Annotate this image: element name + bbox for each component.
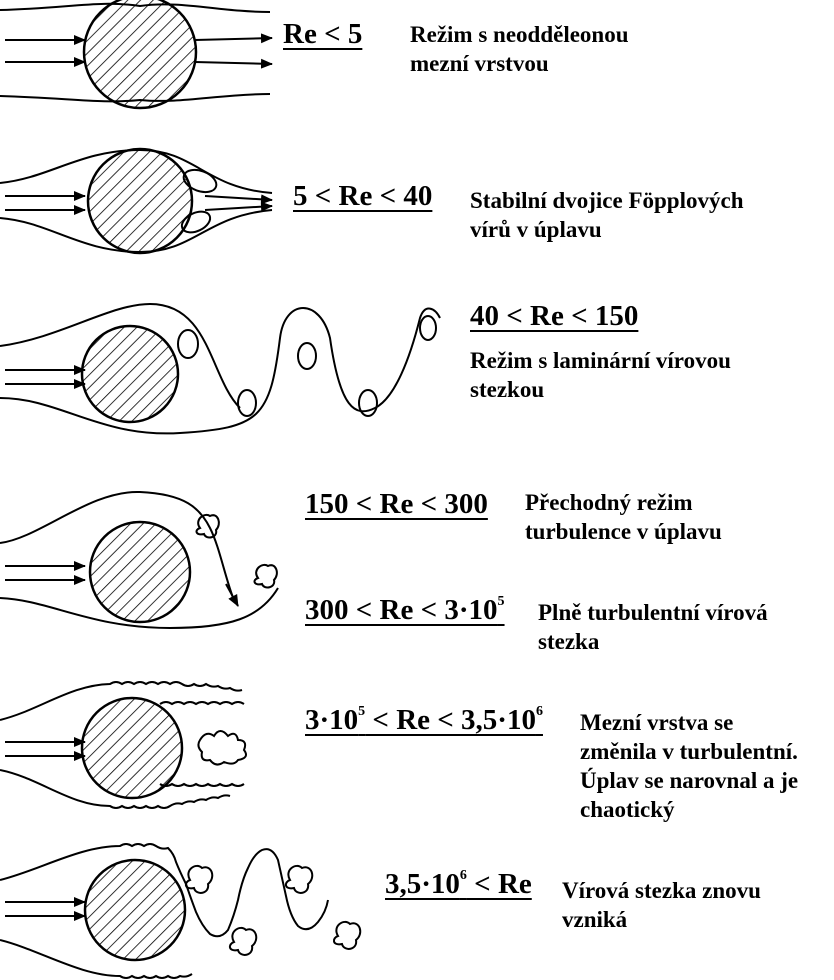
- diagram-regime-1: [0, 0, 280, 105]
- regime-description-3: Režim s laminární vírovou stezkou: [470, 346, 731, 404]
- reynolds-range-1: Re < 5: [283, 18, 362, 51]
- regime-description-1: Režim s neodděleonou mezní vrstvou: [410, 20, 629, 78]
- regime-description-4: Přechodný režim turbulence v úplavu: [525, 488, 722, 546]
- regime-description-5: Plně turbulentní vírová stezka: [538, 598, 768, 656]
- diagram-regime-3: [0, 298, 450, 448]
- reynolds-range-3: 40 < Re < 150: [470, 300, 638, 333]
- reynolds-range-4: 150 < Re < 300: [305, 488, 488, 521]
- diagram-regime-4: [0, 488, 290, 648]
- cylinder: [84, 0, 196, 108]
- diagram-regime-2: [0, 148, 280, 258]
- regime-description-6: Mezní vrstva se změnila v turbulentní. Ú…: [580, 708, 798, 824]
- regime-description-7: Vírová stezka znovu vzniká: [562, 876, 761, 934]
- reynolds-range-7: 3,5·106 < Re: [385, 868, 532, 901]
- regime-description-2: Stabilní dvojice Föpplových vírů v úplav…: [470, 186, 743, 244]
- reynolds-range-5: 300 < Re < 3·105: [305, 594, 505, 627]
- diagram-regime-6: [0, 680, 280, 810]
- diagram-regime-7: [0, 840, 380, 980]
- reynolds-range-6: 3·105 < Re < 3,5·106: [305, 704, 543, 737]
- reynolds-range-2: 5 < Re < 40: [293, 180, 432, 213]
